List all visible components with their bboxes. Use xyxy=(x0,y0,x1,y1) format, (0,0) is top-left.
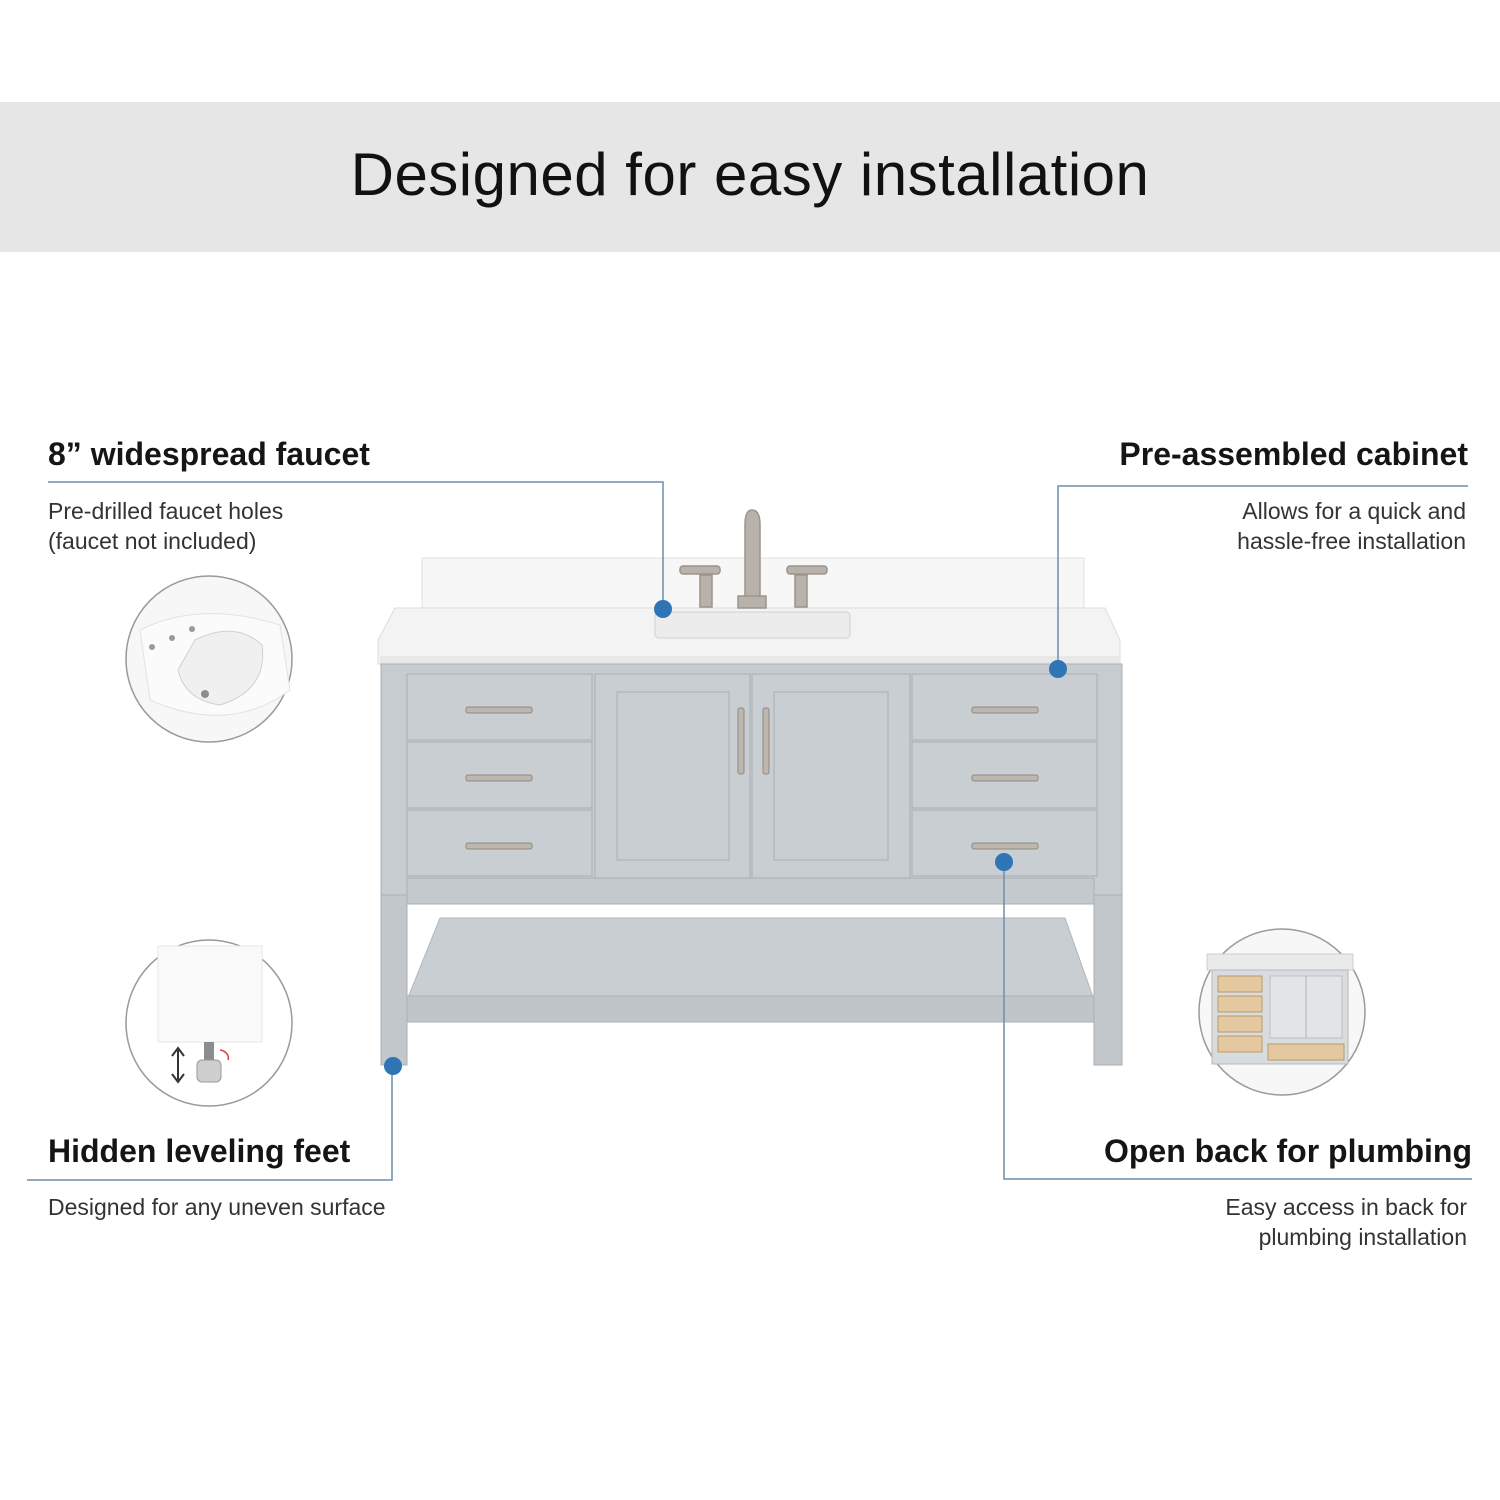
callout-dot-cabinet xyxy=(1049,660,1067,678)
callout-dot-faucet xyxy=(654,600,672,618)
feature-desc-cabinet: Allows for a quick and hassle-free insta… xyxy=(1237,498,1466,554)
feature-title-plumbing: Open back for plumbing xyxy=(1103,1133,1472,1169)
faucet-icon xyxy=(679,509,828,609)
callout-dot-plumbing xyxy=(995,853,1013,871)
feature-title-cabinet: Pre-assembled cabinet xyxy=(1119,436,1468,472)
feature-desc-faucet: Pre-drilled faucet holes (faucet not inc… xyxy=(48,498,284,554)
feature-desc-feet: Designed for any uneven surface xyxy=(48,1194,386,1220)
header-banner xyxy=(0,102,1500,252)
feature-title-faucet: 8” widespread faucet xyxy=(48,436,370,472)
feature-title-feet: Hidden leveling feet xyxy=(48,1133,351,1169)
callout-dot-feet xyxy=(384,1057,402,1075)
page-title: Designed for easy installation xyxy=(350,141,1150,208)
sink-closeup-icon xyxy=(125,575,293,743)
leveling-foot-icon xyxy=(125,939,293,1107)
feature-desc-plumbing: Easy access in back for plumbing install… xyxy=(1225,1194,1467,1250)
open-back-cabinet-icon xyxy=(1198,928,1366,1096)
